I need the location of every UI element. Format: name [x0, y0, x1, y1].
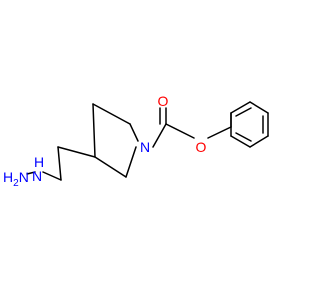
bond [129, 123, 139, 142]
bond [230, 135, 251, 148]
bond [249, 135, 269, 148]
bond [235, 132, 252, 142]
bond [57, 146, 96, 158]
molecule-diagram: N O O N H H2N [3, 93, 269, 189]
bond [92, 103, 96, 158]
bond [42, 171, 62, 181]
hydrazine-nh-label: N H [32, 154, 46, 184]
amide-nitrogen-label: N [140, 139, 150, 155]
carbonyl-oxygen-label: O [158, 93, 169, 109]
bond [57, 146, 62, 181]
ester-oxygen-label: O [196, 139, 207, 155]
bond [125, 146, 137, 178]
molecule-structure: N O O N H H2N [3, 93, 269, 189]
bond [94, 156, 127, 178]
bond [26, 171, 36, 175]
bond [92, 103, 131, 125]
hydrazine-nh2-label: H2N [3, 169, 29, 189]
bond [230, 101, 251, 114]
bond [235, 107, 252, 117]
bond [152, 123, 167, 148]
bond [249, 101, 269, 114]
bond [207, 126, 232, 139]
bond [165, 123, 195, 139]
